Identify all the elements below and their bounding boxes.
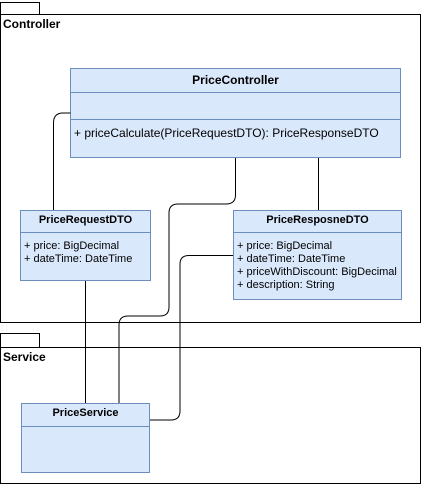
price-request-dto-separator — [21, 232, 150, 233]
price-controller-name: PriceController — [192, 73, 279, 87]
price-controller-class[interactable]: PriceController + priceCalculate(PriceRe… — [70, 68, 401, 158]
attribute-description: + description: String — [237, 279, 335, 291]
attribute-price-with-discount: + priceWithDiscount: BigDecimal — [237, 266, 397, 278]
price-response-dto-attributes: + price: BigDecimal + dateTime: DateTime… — [237, 240, 399, 292]
price-controller-operation: + priceCalculate(PriceRequestDTO): Price… — [74, 126, 379, 140]
attribute-price: + price: BigDecimal — [24, 240, 120, 252]
service-package-tab — [0, 333, 40, 348]
price-service-name: PriceService — [52, 407, 119, 419]
attribute-datetime: + dateTime: DateTime — [237, 253, 346, 265]
controller-package-label: Controller — [3, 17, 61, 31]
price-request-dto-class[interactable]: PriceRequestDTO + price: BigDecimal + da… — [20, 210, 151, 281]
price-response-dto-separator — [234, 232, 401, 233]
price-controller-separator-1 — [71, 92, 400, 93]
price-request-dto-name: PriceRequestDTO — [38, 214, 133, 226]
service-package-label: Service — [3, 350, 46, 364]
attribute-datetime: + dateTime: DateTime — [24, 253, 133, 265]
price-response-dto-class[interactable]: PriceResposneDTO + price: BigDecimal + d… — [233, 210, 402, 300]
price-service-separator — [22, 426, 149, 427]
price-request-dto-attributes: + price: BigDecimal + dateTime: DateTime — [24, 240, 148, 266]
attribute-price: + price: BigDecimal — [237, 240, 333, 252]
price-response-dto-name: PriceResposneDTO — [266, 214, 369, 226]
price-service-class[interactable]: PriceService — [21, 403, 150, 473]
price-controller-separator-2 — [71, 119, 400, 120]
